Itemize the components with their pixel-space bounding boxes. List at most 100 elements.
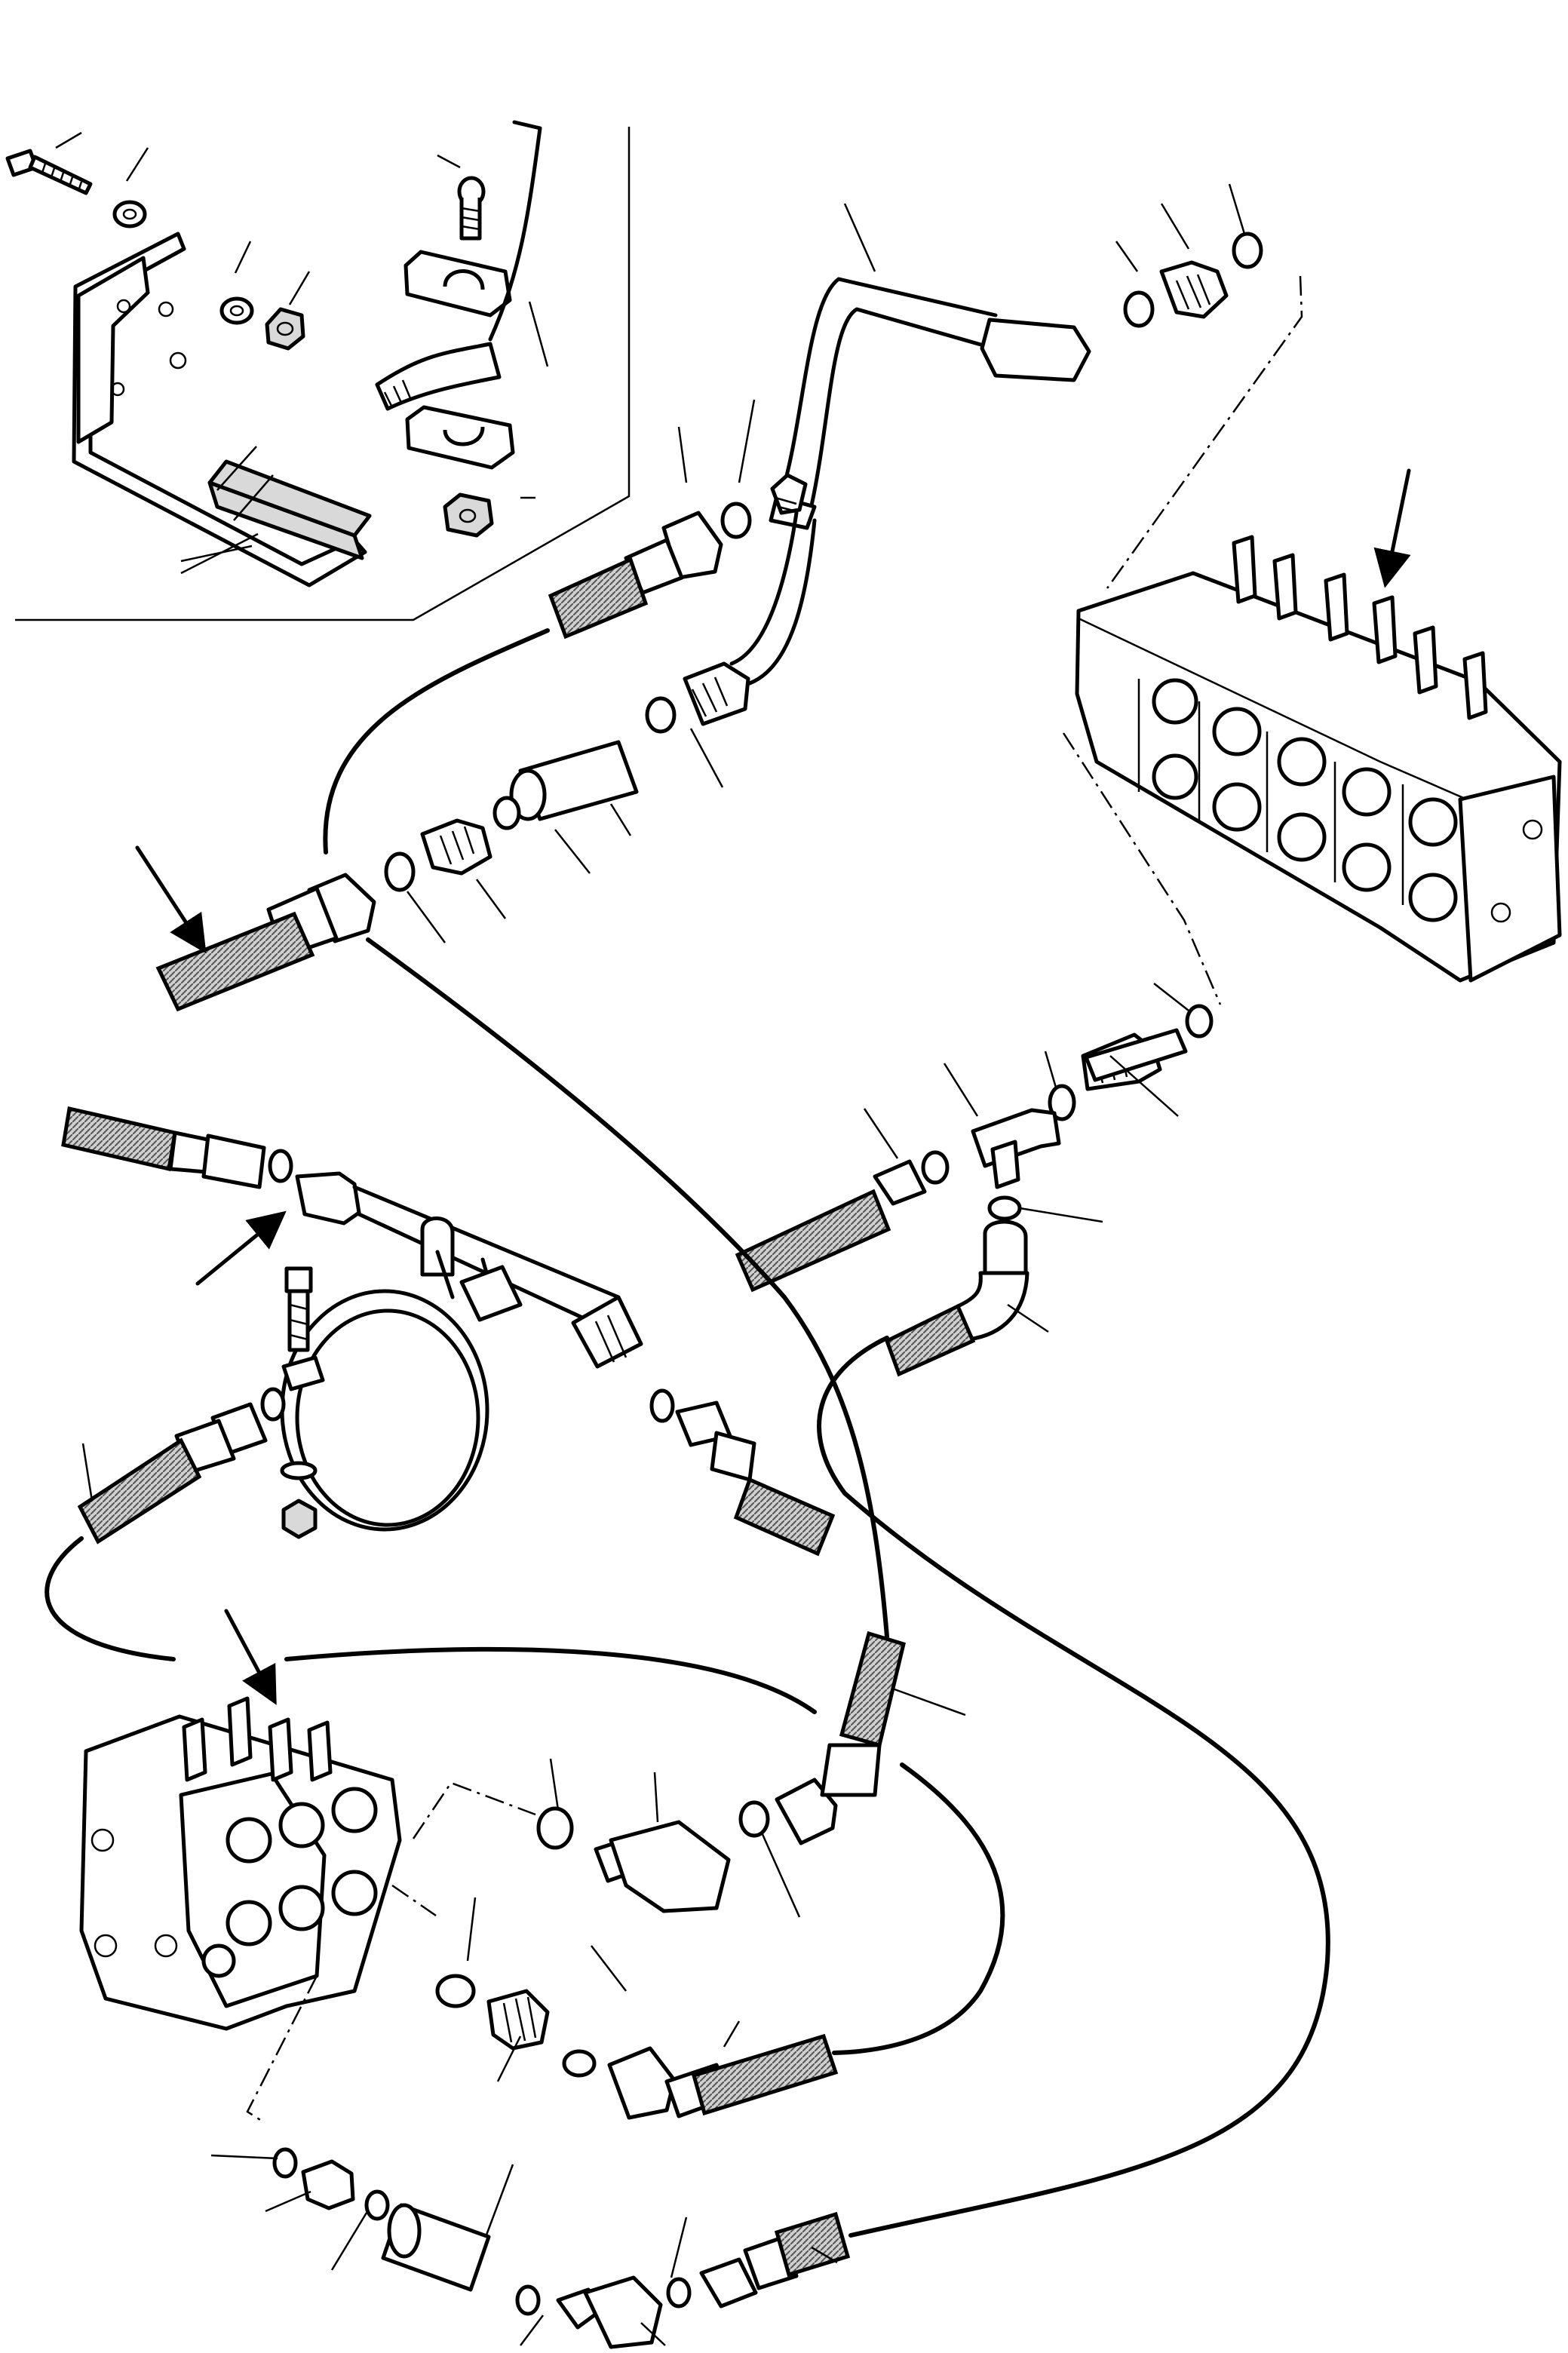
swivel-nut-fitting (624, 511, 723, 595)
o-ring (921, 1150, 950, 1185)
elbow-fitting (594, 1820, 731, 1913)
upper-hose (61, 1106, 266, 1189)
o-ring (645, 696, 677, 734)
port (1212, 782, 1262, 832)
bolt (5, 149, 93, 195)
long-nipple (1084, 1028, 1188, 1082)
washer (112, 200, 147, 229)
o-ring (435, 1974, 476, 2008)
elbow-hose-end (775, 1631, 906, 1845)
cap-screw (457, 176, 486, 241)
o-ring (1123, 290, 1155, 328)
leader-lines (55, 131, 549, 575)
square-nut (443, 492, 494, 538)
o-ring (562, 2049, 597, 2078)
washer (219, 296, 254, 325)
port (1152, 678, 1198, 725)
arrow (224, 1609, 277, 1705)
channel-bar (207, 459, 372, 560)
port (331, 1787, 378, 1833)
o-ring (738, 1800, 770, 1838)
straight-connector (770, 473, 808, 515)
port (1152, 753, 1198, 800)
hose-routing-lines (44, 628, 1330, 2238)
break-line (216, 446, 274, 521)
arrow (135, 845, 207, 954)
port (331, 1870, 378, 1916)
clamp-half-upper (404, 250, 512, 318)
reducer-sleeve (509, 740, 639, 821)
valve-spool-levers (1232, 535, 1488, 720)
hose-end-upper (548, 557, 649, 640)
o-ring (1048, 1084, 1076, 1121)
o-ring (268, 1149, 293, 1183)
tee-fitting (971, 1108, 1061, 1189)
hose-end-left (155, 873, 376, 1012)
washer (280, 1461, 318, 1480)
hose-end-right (735, 1159, 927, 1293)
elbow-fitting (556, 2275, 663, 2349)
o-ring (720, 502, 752, 539)
reducer-sleeve (381, 2203, 491, 2292)
o-ring (666, 2277, 692, 2309)
port (1277, 737, 1327, 787)
nut (265, 307, 305, 351)
adapter-union (486, 1989, 550, 2051)
elbow-hose-end (884, 1219, 1029, 1377)
o-ring (515, 2284, 541, 2316)
o-ring (492, 796, 521, 830)
centre-line (246, 1975, 318, 2124)
valve-spool-levers (182, 1696, 333, 1782)
arrow (1373, 468, 1411, 588)
valve-end-cover (1458, 775, 1562, 983)
hose-end-bottom (699, 2211, 851, 2309)
adapter-union (301, 2159, 355, 2210)
port (226, 1817, 272, 1864)
port (1342, 767, 1392, 817)
arrow (195, 1210, 287, 1286)
centre-line (1106, 275, 1303, 589)
o-ring (649, 1388, 675, 1423)
port (278, 1885, 325, 1931)
lower-steel-pipe (729, 511, 817, 686)
elbow-hose-end (607, 2033, 839, 2120)
pipe-end-detail (375, 120, 542, 411)
o-ring (1232, 232, 1263, 269)
support-plate (76, 256, 150, 444)
port (1277, 812, 1327, 862)
o-ring (384, 851, 416, 892)
ring-clamp (280, 1289, 489, 1532)
centre-line (1062, 732, 1222, 1005)
clamp-half-lower (405, 405, 515, 470)
upper-steel-pipe (769, 277, 1091, 530)
port (201, 1943, 236, 1978)
port (1408, 797, 1458, 847)
port (1342, 842, 1392, 892)
centre-line (412, 1781, 536, 1839)
o-ring (260, 1387, 286, 1422)
o-ring (536, 1806, 574, 1850)
clamp-bolt (284, 1266, 313, 1352)
clamp-nut (281, 1499, 318, 1539)
main-control-valve (1075, 535, 1562, 983)
o-ring (987, 1195, 1022, 1221)
port (1408, 873, 1458, 922)
mounting-bracket (72, 232, 367, 587)
port (1212, 707, 1262, 756)
o-ring (272, 2147, 298, 2179)
hose-end-middle-right (675, 1400, 836, 1557)
pipe-end-connector-lower (683, 661, 750, 726)
port (278, 1802, 325, 1848)
tee-pipe-assembly (295, 1171, 643, 1369)
adapter-union (420, 818, 492, 876)
adapter-union (1159, 260, 1229, 319)
hose-end-middle-left (77, 1402, 268, 1545)
centre-line (391, 1884, 437, 1917)
o-ring (364, 2189, 390, 2221)
port (226, 1900, 272, 1947)
auxiliary-control-valve (79, 1696, 402, 2031)
o-ring (1185, 1004, 1214, 1038)
inset-frame (15, 127, 631, 621)
bracket-detail-inset (5, 120, 631, 621)
